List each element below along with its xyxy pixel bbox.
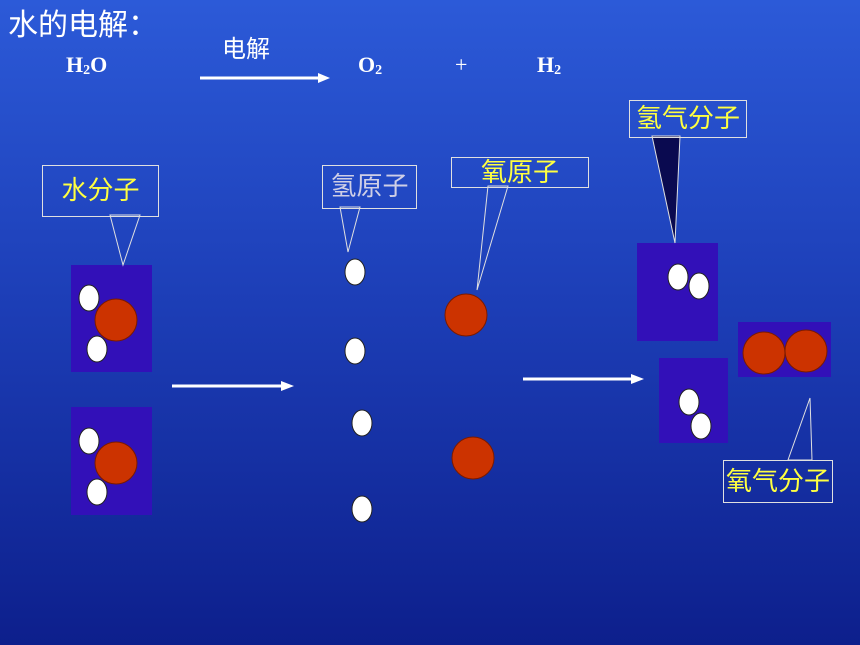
reactant-tail-symbol: O (90, 52, 108, 77)
oxygen-molecule-label: 氧气分子 (723, 460, 833, 503)
product-oxygen-formula: O2 (358, 52, 382, 82)
oxygen-molecule (742, 329, 828, 375)
reaction-condition: 电解 (222, 35, 270, 63)
oxygen-atom (451, 436, 495, 480)
hydrogen-molecule-1 (667, 263, 710, 300)
hydrogen-atom-label-pointer (339, 206, 361, 253)
hydrogen-molecule-label-pointer (651, 135, 681, 244)
hydrogen-atom (86, 478, 108, 506)
product-hydrogen-formula: H2 (537, 52, 561, 82)
plus-sign: + (455, 52, 468, 77)
hydrogen-atom (667, 263, 689, 291)
oxygen-atom-label: 氧原子 (451, 157, 589, 188)
product2-symbol: H (537, 52, 555, 77)
hydrogen-atom-label: 氢原子 (322, 165, 417, 209)
process-arrow-1 (172, 381, 294, 391)
oxygen-atom (784, 329, 828, 373)
hydrogen-atom (678, 388, 700, 416)
hydrogen-atom (688, 272, 710, 300)
reactant-symbol: H (66, 52, 84, 77)
hydrogen-atom (344, 258, 366, 286)
hydrogen-atom (78, 427, 100, 455)
product1-symbol: O (358, 52, 376, 77)
oxygen-molecule-label-pointer (787, 397, 813, 461)
hydrogen-atom (690, 412, 712, 440)
oxygen-atom-label-pointer (476, 185, 509, 291)
product1-subscript: 2 (375, 63, 383, 78)
water-molecule-2 (78, 427, 138, 506)
oxygen-atoms-group (444, 293, 495, 480)
reactant-subscript: 2 (83, 63, 91, 78)
product2-subscript: 2 (554, 63, 562, 78)
page-title: 水的电解： (8, 8, 158, 43)
equation-arrow (200, 73, 330, 83)
hydrogen-atom (351, 495, 373, 523)
water-label-pointer (109, 214, 141, 267)
reactant-formula: H2O (66, 52, 107, 82)
oxygen-atom (94, 441, 138, 485)
hydrogen-molecule-2 (678, 388, 712, 440)
hydrogen-molecule-label: 氢气分子 (629, 100, 747, 138)
water-molecule-1 (78, 284, 138, 363)
hydrogen-atom (78, 284, 100, 312)
hydrogen-atom (86, 335, 108, 363)
hydrogen-atoms-group (344, 258, 373, 523)
oxygen-atom (742, 331, 786, 375)
oxygen-atom (94, 298, 138, 342)
process-arrow-2 (523, 374, 644, 384)
water-molecule-label: 水分子 (42, 165, 159, 217)
oxygen-atom (444, 293, 488, 337)
hydrogen-atom (344, 337, 366, 365)
hydrogen-atom (351, 409, 373, 437)
